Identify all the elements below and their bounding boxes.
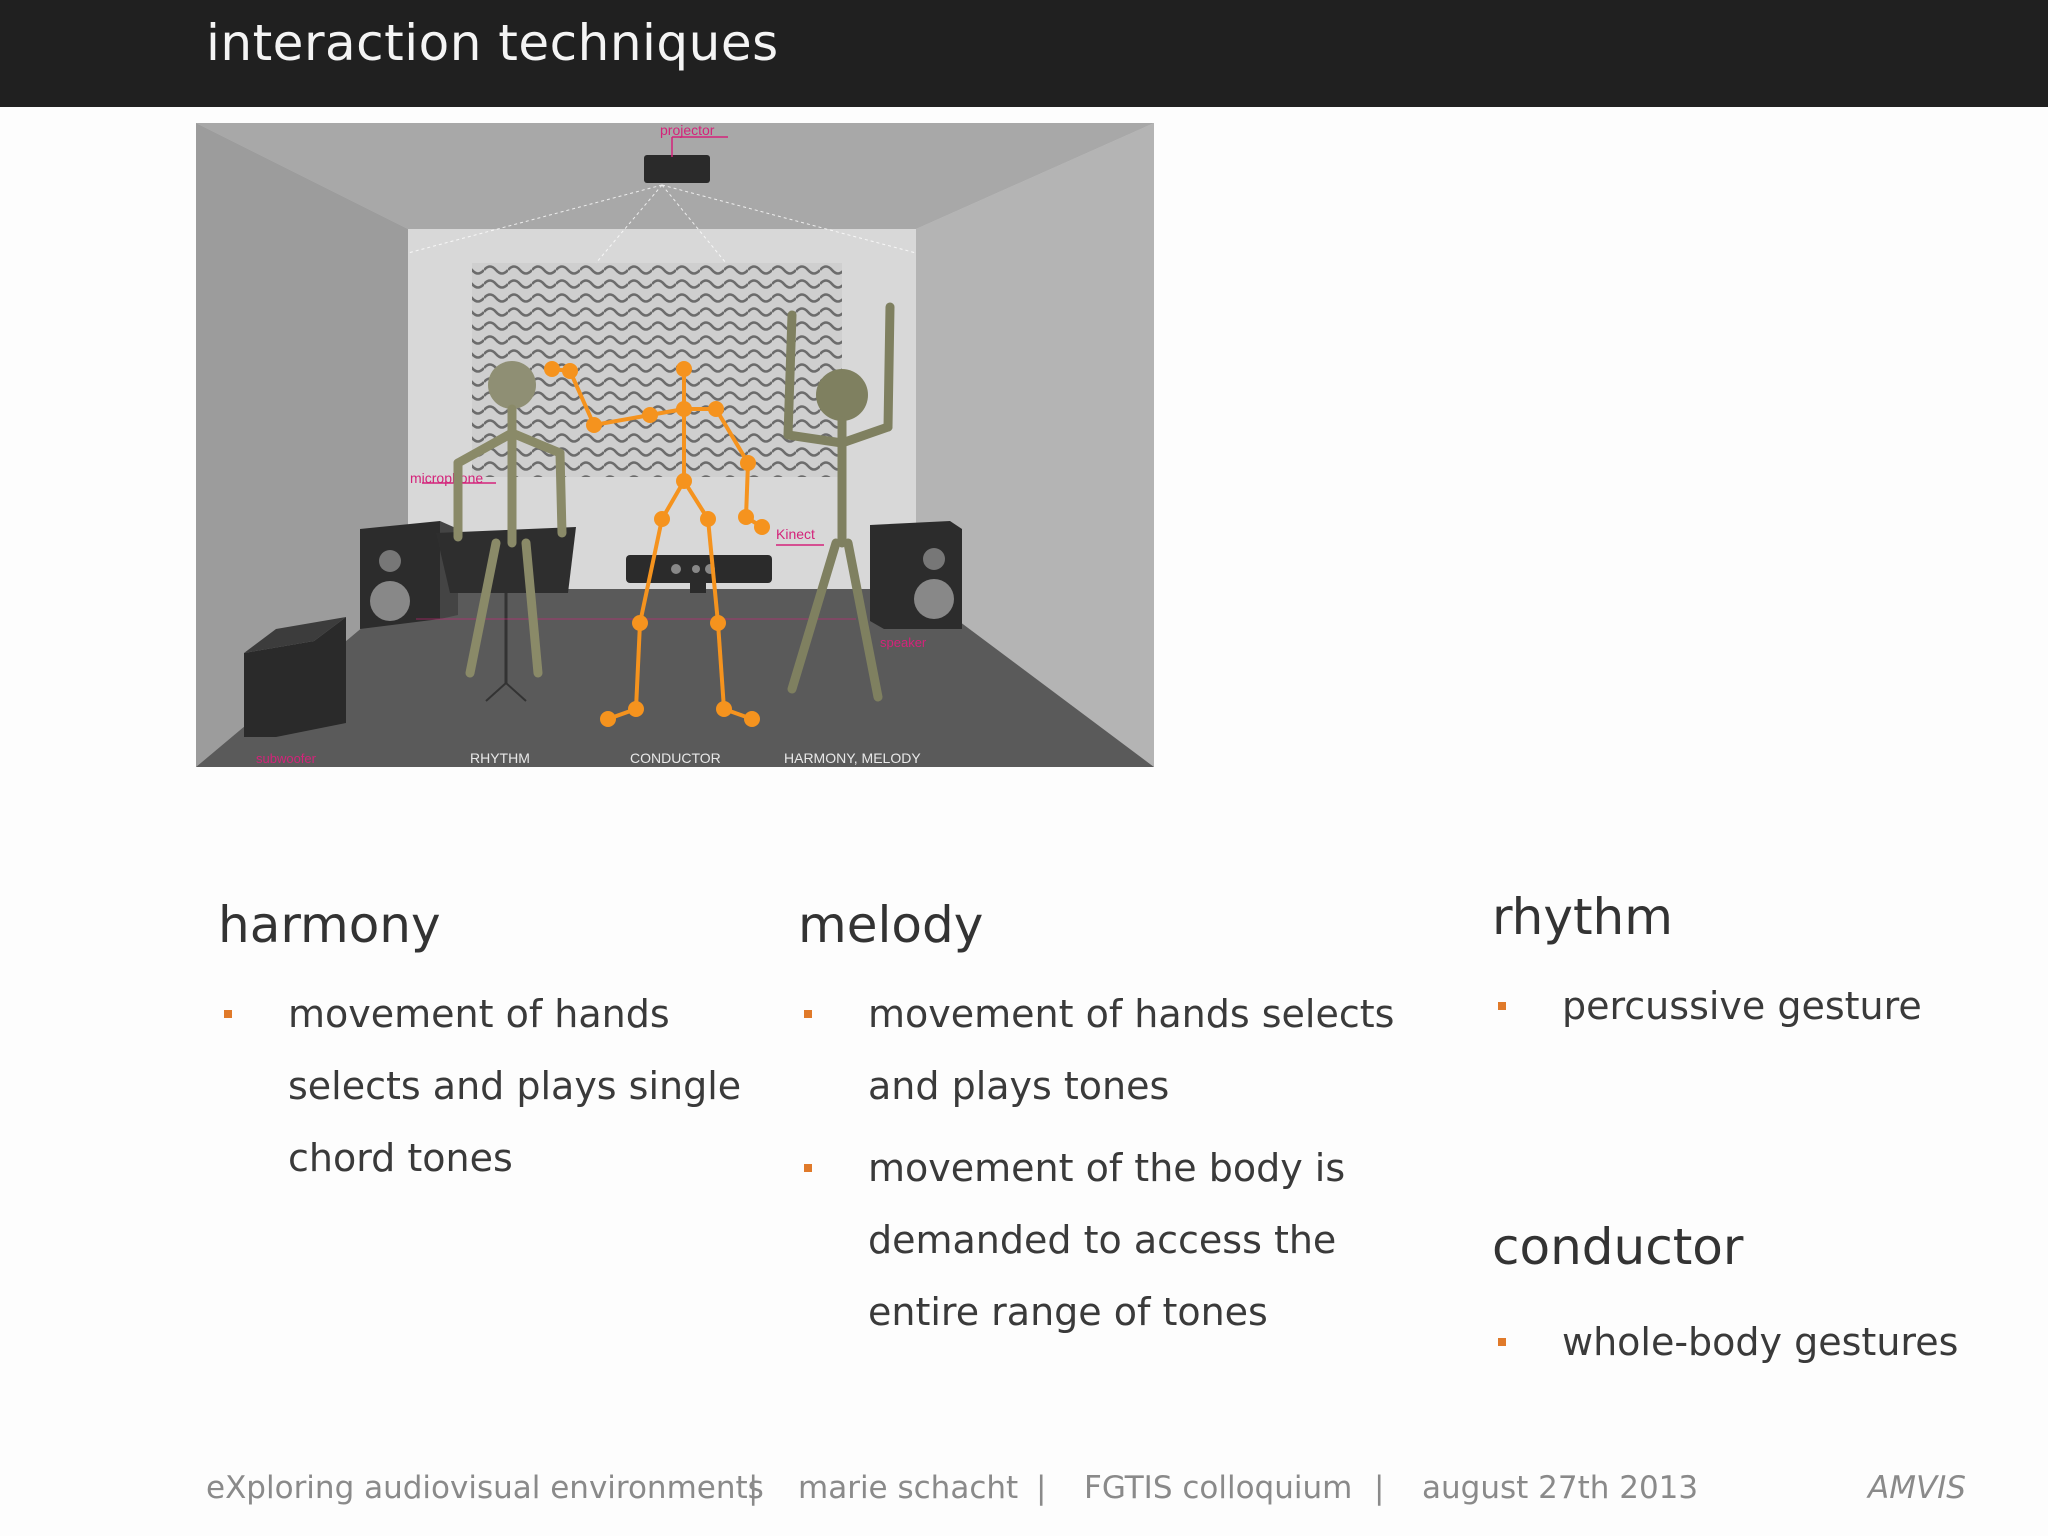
rhythm-bullet-list: percussive gesture — [1492, 970, 2012, 1042]
conductor-joints — [544, 361, 770, 727]
drum — [436, 527, 576, 593]
bullet-marker — [1498, 1338, 1506, 1346]
right-wall — [916, 123, 1154, 767]
subwoofer — [244, 617, 346, 737]
microphone-label: microphone — [410, 470, 483, 486]
footer-separator: | — [748, 1470, 759, 1506]
conductor-column: conductor whole-body gestures — [1492, 1218, 2012, 1388]
footer-event: FGTIS colloquium — [1084, 1470, 1353, 1506]
footer-separator: | — [1036, 1470, 1047, 1506]
rhythm-heading: rhythm — [1492, 888, 1673, 946]
rhythm-label: RHYTHM — [470, 750, 530, 766]
floor — [196, 589, 1154, 767]
footer-author: marie schacht — [798, 1470, 1019, 1506]
projector — [644, 155, 710, 183]
conductor-bullet-list: whole-body gestures — [1492, 1306, 2012, 1378]
conductor-label: CONDUCTOR — [630, 750, 721, 766]
kinect-label: Kinect — [776, 526, 815, 542]
conductor-heading: conductor — [1492, 1218, 1744, 1276]
amvis-logo: AMVIS — [1868, 1470, 1966, 1506]
list-item: percussive gesture — [1492, 970, 2012, 1042]
subwoofer-label: subwoofer — [256, 751, 317, 766]
bullet-text: whole-body gestures — [1562, 1320, 1959, 1364]
harmony-heading: harmony — [218, 896, 441, 954]
projector-rays — [407, 184, 917, 264]
bullet-marker — [804, 1164, 812, 1172]
bullet-text: movement of hands selects and plays tone… — [868, 992, 1395, 1108]
projector-label: projector — [660, 123, 715, 138]
harmony-melody-label: HARMONY, MELODY — [784, 750, 921, 766]
melody-bullet-list: movement of hands selects and plays tone… — [798, 978, 1398, 1348]
slide-title: interaction techniques — [206, 14, 779, 72]
harmony-bullet-list: movement of hands selects and plays sing… — [218, 978, 758, 1194]
harmony-melody-player-figure — [783, 302, 895, 702]
speaker-label: speaker — [880, 635, 927, 650]
rhythm-player-figure — [453, 361, 567, 678]
melody-column: melody movement of hands selects and pla… — [798, 896, 1398, 1358]
bullet-text: movement of the body is demanded to acce… — [868, 1146, 1346, 1334]
bullet-text: percussive gesture — [1562, 984, 1922, 1028]
room-setup-svg: projector subwoofer microphone — [196, 123, 1154, 767]
footer-separator: | — [1374, 1470, 1385, 1506]
bullet-marker — [804, 1010, 812, 1018]
footer-project: eXploring audiovisual environments — [206, 1470, 764, 1506]
bullet-text: movement of hands selects and plays sing… — [288, 992, 742, 1180]
room-setup-illustration: projector subwoofer microphone — [196, 123, 1154, 767]
melody-heading: melody — [798, 896, 984, 954]
footer-date: august 27th 2013 — [1422, 1470, 1699, 1506]
list-item: movement of hands selects and plays tone… — [798, 978, 1398, 1122]
rhythm-column: rhythm percussive gesture — [1492, 888, 2012, 1052]
harmony-column: harmony movement of hands selects and pl… — [218, 896, 758, 1204]
list-item: movement of the body is demanded to acce… — [798, 1132, 1398, 1348]
bullet-marker — [1498, 1002, 1506, 1010]
bullet-marker — [224, 1010, 232, 1018]
left-wall — [196, 123, 408, 767]
title-bar: interaction techniques — [0, 0, 2048, 107]
list-item: whole-body gestures — [1492, 1306, 2012, 1378]
list-item: movement of hands selects and plays sing… — [218, 978, 758, 1194]
